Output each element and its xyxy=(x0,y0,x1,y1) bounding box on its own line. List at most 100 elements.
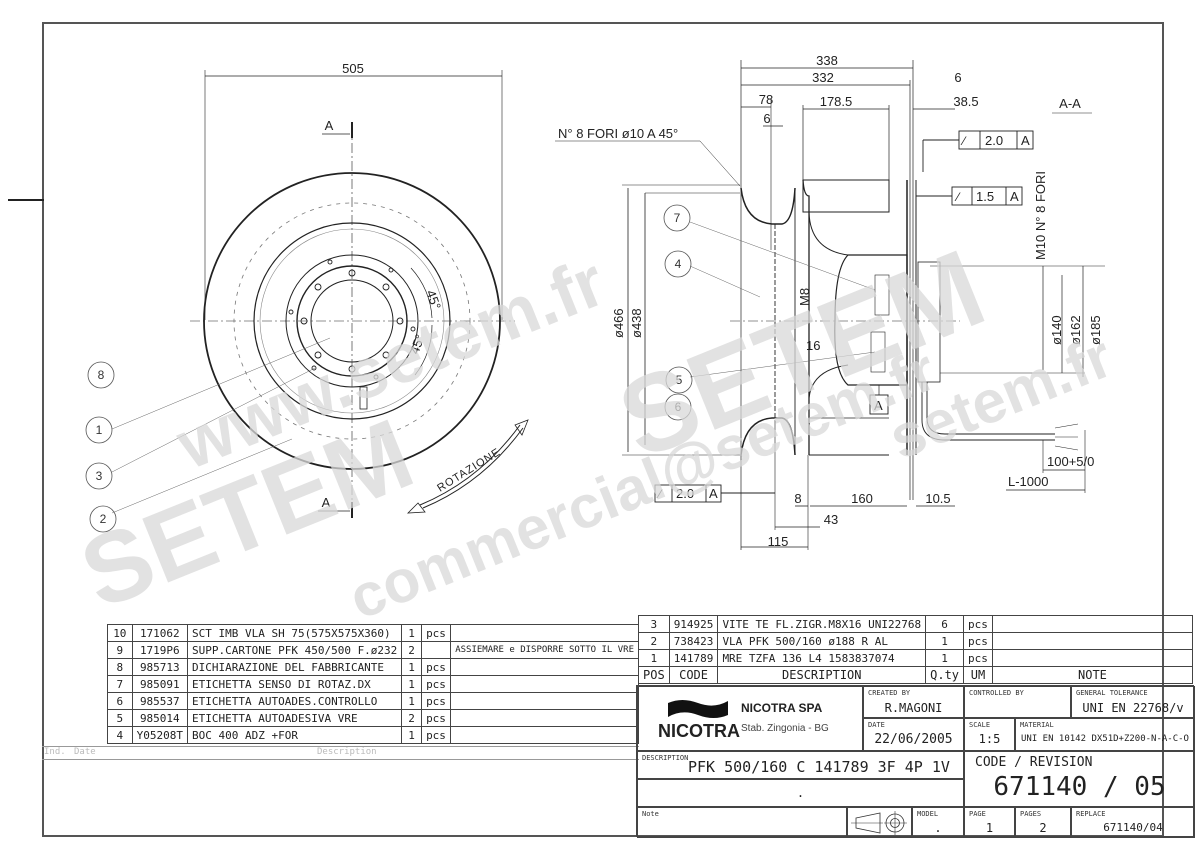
dim-cable-length: L-1000 xyxy=(1008,474,1048,489)
bom-code: 914925 xyxy=(668,615,719,633)
bom-note xyxy=(450,726,639,744)
bom-qty: 1 xyxy=(401,624,422,642)
dim-d162: ø162 xyxy=(1068,315,1083,345)
bom-note xyxy=(450,692,639,710)
balloon-5-label: 5 xyxy=(676,373,683,387)
model-cell: MODEL . xyxy=(912,807,964,838)
section-title: A-A xyxy=(1059,96,1081,111)
bom-pos: 9 xyxy=(107,641,133,659)
description-line2-value: . xyxy=(796,786,805,800)
tol-top-datum: A xyxy=(1021,133,1030,148)
code-revision-label: CODE / REVISION xyxy=(975,755,1093,770)
bom-um: pcs xyxy=(420,709,452,727)
runout-icon: ⁄ xyxy=(960,134,967,148)
bom-code: 985537 xyxy=(131,692,189,710)
dim-505: 505 xyxy=(342,61,364,76)
material-cell: MATERIAL UNI EN 10142 DX51D+Z200-N-A-C-O xyxy=(1015,718,1195,751)
pages-cell: PAGES 2 xyxy=(1015,807,1071,838)
bom-qty: 1 xyxy=(401,675,422,693)
dim-100-tolerance: 100+5/0 xyxy=(1047,454,1094,469)
controlled-by-label: CONTROLLED BY xyxy=(969,689,1024,697)
bom-code: 738423 xyxy=(668,632,719,650)
balloon-2-label: 2 xyxy=(100,512,107,526)
dim-6-left: 6 xyxy=(763,111,770,126)
balloon-4 xyxy=(664,250,692,278)
header-code: CODE xyxy=(668,666,719,684)
cable-gland xyxy=(359,386,368,410)
runout-icon: ⁄ xyxy=(954,190,961,204)
bolt-holes xyxy=(288,259,416,380)
dim-338: 338 xyxy=(816,53,838,68)
pages-value: 2 xyxy=(1039,821,1047,835)
scale-label: SCALE xyxy=(969,721,991,729)
dim-d466: ø466 xyxy=(611,308,626,338)
bom-description: ETICHETTA AUTOADES.CONTROLLO xyxy=(186,692,403,710)
blade-circle xyxy=(233,202,471,440)
bom-um: pcs xyxy=(420,726,452,744)
dim-10-5: 10.5 xyxy=(925,491,950,506)
dim-16: 16 xyxy=(806,338,820,353)
bom-um xyxy=(420,641,452,659)
dim-160: 160 xyxy=(851,491,873,506)
bom-code: 1719P6 xyxy=(131,641,189,659)
bom-code: 985091 xyxy=(131,675,189,693)
tolerance-frame-middle xyxy=(916,186,1023,206)
model-value: . xyxy=(934,821,942,835)
tol-top-value: 2.0 xyxy=(985,133,1003,148)
bom-pos: 5 xyxy=(107,709,133,727)
description-cell: DESCRIPTION PFK 500/160 C 141789 3F 4P 1… xyxy=(637,751,964,779)
description-line2-cell: . xyxy=(637,779,964,807)
pages-label: PAGES xyxy=(1020,810,1042,818)
page-label: PAGE xyxy=(969,810,986,818)
date-cell: DATE 22/06/2005 xyxy=(863,718,964,751)
balloon-1 xyxy=(85,416,113,444)
bom-um: pcs xyxy=(963,615,993,633)
bom-qty: 1 xyxy=(401,692,422,710)
dim-d438: ø438 xyxy=(629,308,644,338)
section-view xyxy=(555,60,1105,550)
bom-qty: 2 xyxy=(401,641,422,659)
code-revision-value: 671140 / 05 xyxy=(993,772,1166,802)
replace-cell: REPLACE 671140/04 xyxy=(1071,807,1195,838)
logo-wordmark: NICOTRA xyxy=(658,721,740,741)
bom-note xyxy=(450,675,639,693)
bom-note xyxy=(991,615,1194,633)
scale-value: 1:5 xyxy=(978,732,1001,746)
bom-um: pcs xyxy=(420,692,452,710)
tol-mid-datum: A xyxy=(1010,189,1019,204)
section-marker-bottom: A xyxy=(322,495,331,510)
dim-178-5: 178.5 xyxy=(820,94,853,109)
bom-pos: 7 xyxy=(107,675,133,693)
material-label: MATERIAL xyxy=(1020,721,1054,729)
rotation-label: ROTAZIONE xyxy=(435,446,503,495)
plant-location: Stab. Zingonia - BG xyxy=(741,723,829,734)
datum-a: A xyxy=(874,398,883,413)
holes-note: N° 8 FORI ø10 A 45° xyxy=(558,126,678,141)
balloon-6 xyxy=(664,393,692,421)
bom-note xyxy=(450,624,639,642)
tol-mid-value: 1.5 xyxy=(976,189,994,204)
controlled-by-cell: CONTROLLED BY xyxy=(964,686,1071,718)
note-cell: Note xyxy=(637,807,847,838)
balloon-4-label: 4 xyxy=(675,257,682,271)
dim-43: 43 xyxy=(824,512,838,527)
thread-m8: M8 xyxy=(797,288,812,306)
bom-qty: 1 xyxy=(925,632,965,650)
bom-note xyxy=(450,658,639,676)
section-marker-top: A xyxy=(325,118,334,133)
balloon-7-label: 7 xyxy=(674,211,681,225)
date-value: 22/06/2005 xyxy=(874,732,953,747)
bom-qty: 2 xyxy=(401,709,422,727)
bom-description: ETICHETTA SENSO DI ROTAZ.DX xyxy=(186,675,403,693)
side-note-m10: M10 N° 8 FORI xyxy=(1033,171,1048,260)
bom-description: MRE TZFA 136 L4 1583837074 xyxy=(717,649,927,667)
header-description: DESCRIPTION xyxy=(717,666,927,684)
motor-body xyxy=(834,254,908,386)
bom-description: VITE TE FL.ZIGR.M8X16 UNI22768 xyxy=(717,615,927,633)
